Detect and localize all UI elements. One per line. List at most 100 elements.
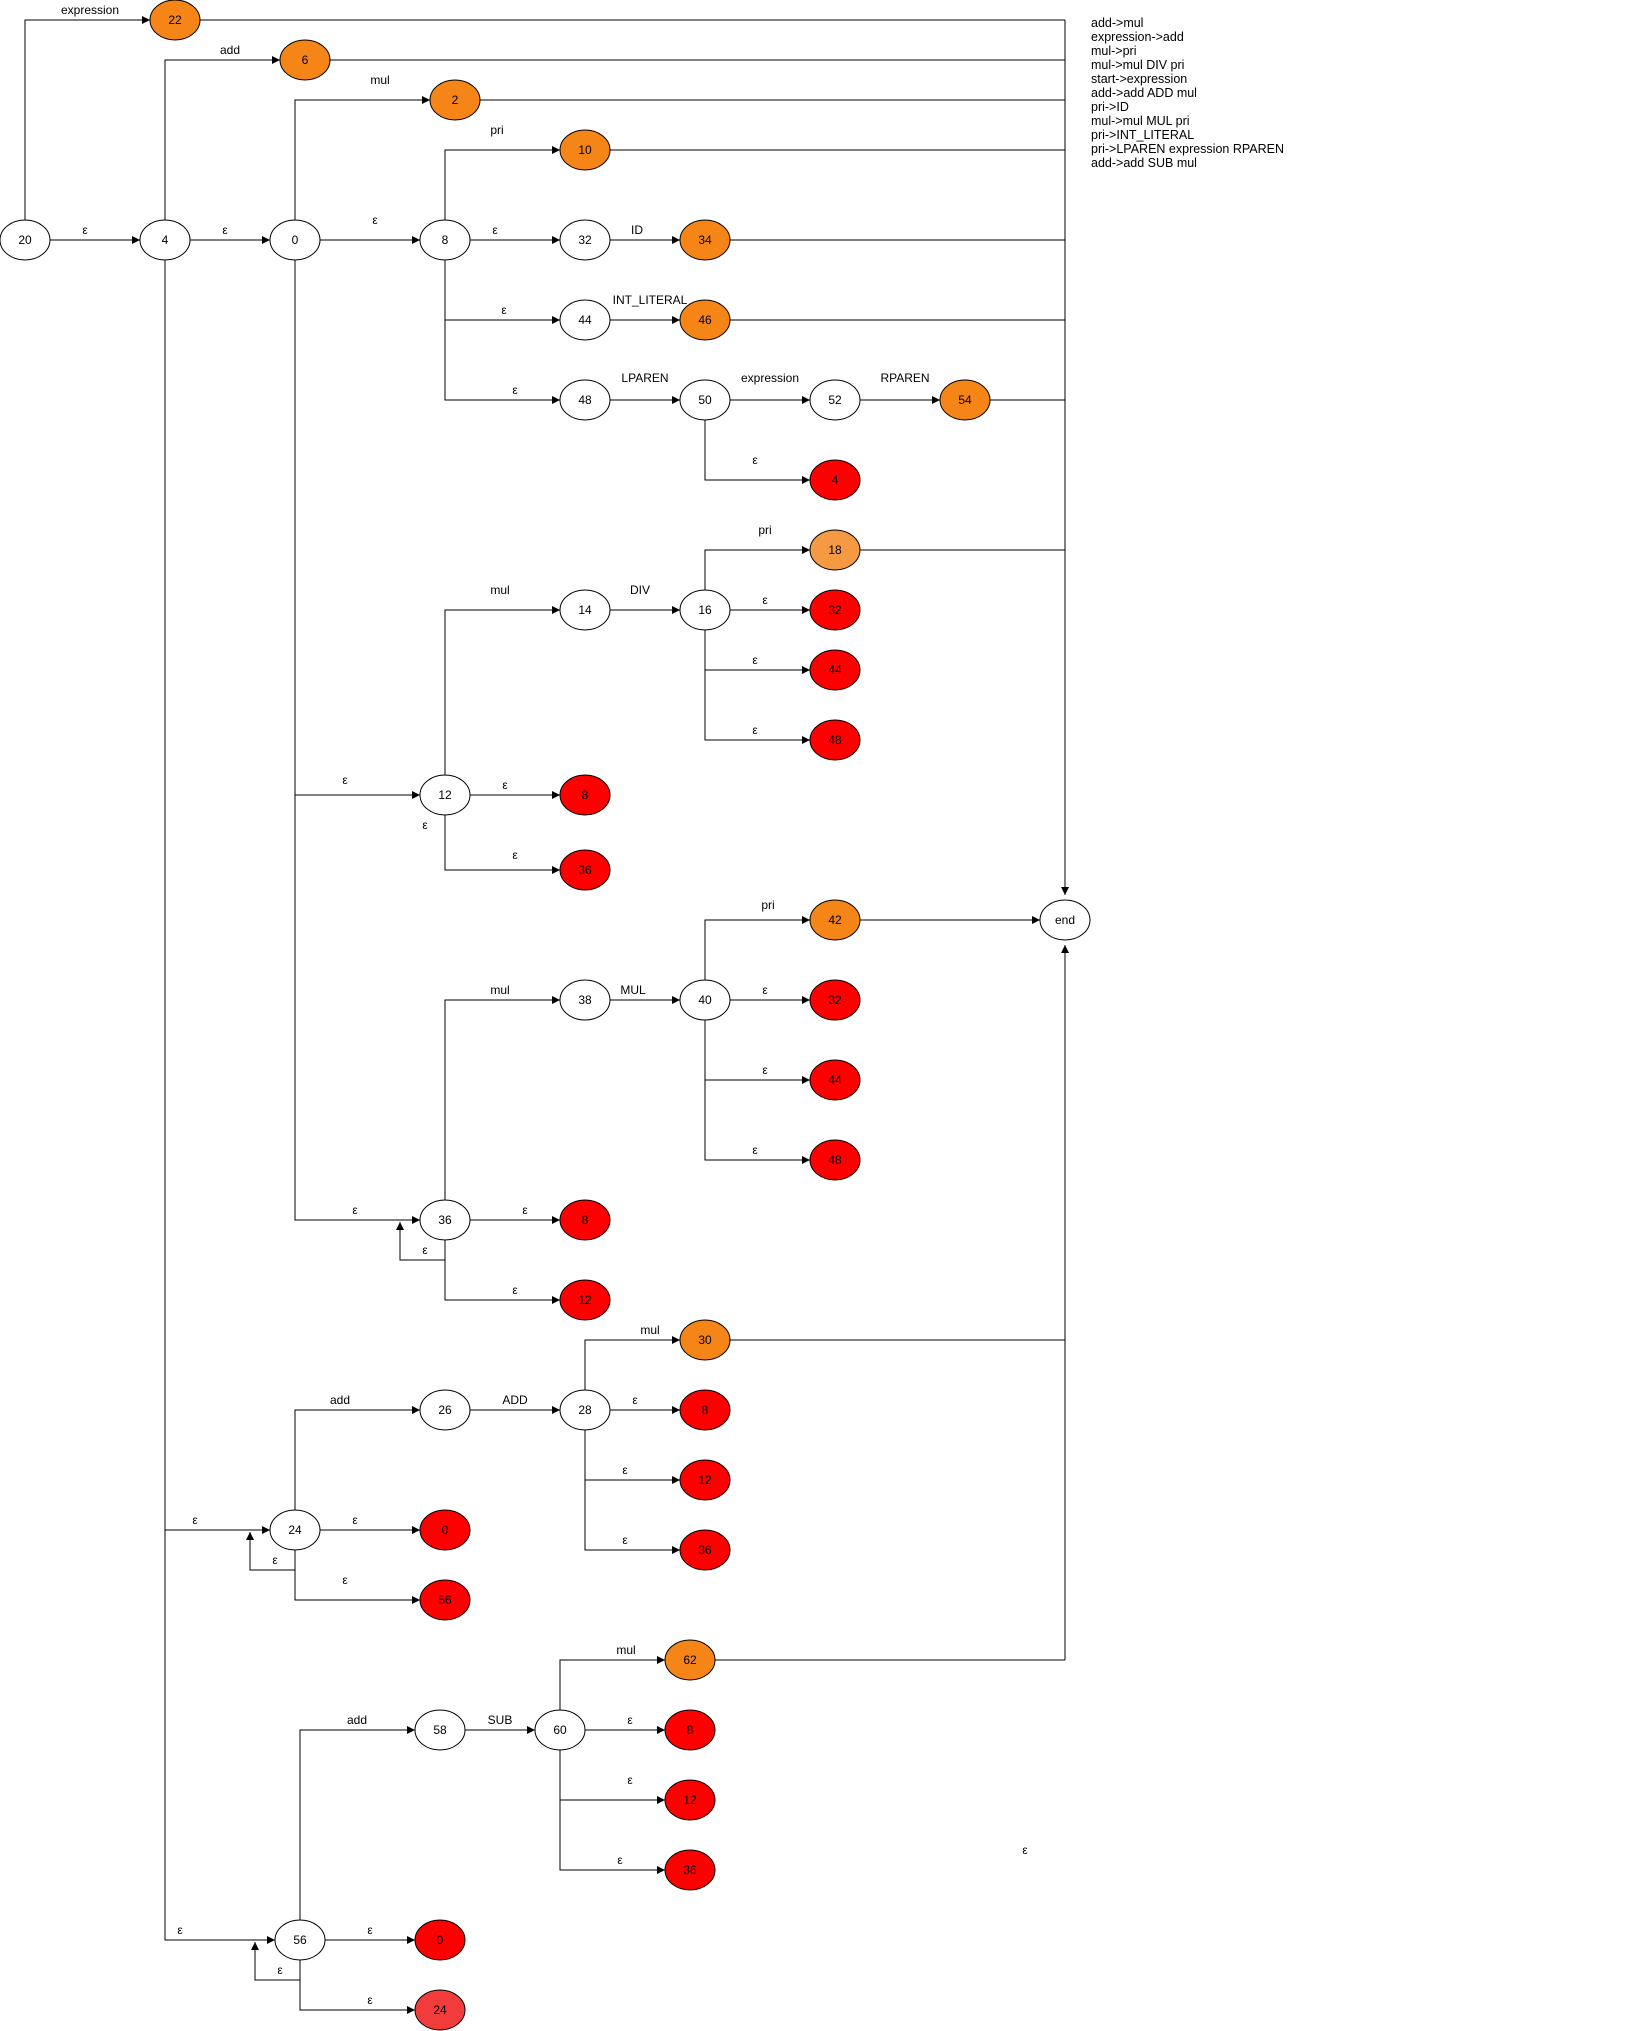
state-label: 0: [292, 233, 299, 247]
state-label: 6: [302, 53, 309, 67]
state-label: 32: [828, 603, 842, 617]
edge-label: add: [330, 1393, 350, 1407]
state-node: 62: [664, 1639, 716, 1681]
state-label: 36: [438, 1213, 452, 1227]
state-label: 4: [162, 233, 169, 247]
state-label: 48: [828, 1153, 842, 1167]
state-label: 20: [18, 233, 32, 247]
state-circle: [419, 1389, 471, 1431]
state-circle: [664, 1849, 716, 1891]
state-node: 36: [419, 1199, 471, 1241]
edge-label: ε: [627, 1773, 633, 1787]
state-circle: [419, 1509, 471, 1551]
state-node: 20: [0, 219, 51, 261]
edge-e4-6: [164, 56, 280, 220]
edge-e28-30: [584, 1336, 680, 1390]
state-node: 44: [809, 1059, 861, 1101]
edge-label: expression: [741, 371, 799, 385]
state-label: 58: [433, 1723, 447, 1737]
edge-e8-48: [444, 320, 560, 404]
state-circle: [559, 219, 611, 261]
edge-label: mul: [640, 1323, 659, 1337]
state-label: 56: [293, 1933, 307, 1947]
edge-layer: [24, 16, 1069, 2014]
state-node: 32: [809, 979, 861, 1021]
edge-label: LPAREN: [621, 371, 668, 385]
state-label: 36: [578, 863, 592, 877]
state-circle: [939, 379, 991, 421]
edge-label: ε: [522, 1203, 528, 1217]
state-node: 34: [679, 219, 731, 261]
state-node: 48: [559, 379, 611, 421]
state-label: 26: [438, 1403, 452, 1417]
state-node: 8: [664, 1709, 716, 1751]
state-circle: [139, 219, 191, 261]
state-node: 38: [559, 979, 611, 1021]
state-node: 4: [139, 219, 191, 261]
grammar-rule: start->expression: [1091, 72, 1188, 86]
state-node: 32: [559, 219, 611, 261]
edge-e56-58: [299, 1726, 415, 1920]
edge-e50-4: [704, 420, 810, 484]
state-circle: [809, 589, 861, 631]
edge-label: add: [220, 43, 240, 57]
state-label: 30: [698, 1333, 712, 1347]
edge-e0-36: [294, 795, 420, 1224]
edge-label: pri: [490, 123, 503, 137]
state-circle: [679, 589, 731, 631]
state-label: 8: [702, 1403, 709, 1417]
state-node: 50: [679, 379, 731, 421]
edge-label: ε: [752, 723, 758, 737]
state-label: 0: [442, 1523, 449, 1537]
state-label: 8: [582, 1213, 589, 1227]
state-label: 16: [698, 603, 712, 617]
state-label: 28: [578, 1403, 592, 1417]
edge-label: ε: [277, 1963, 283, 1977]
state-label: 54: [958, 393, 972, 407]
edge-label: MUL: [620, 983, 646, 997]
edge-label: ID: [631, 223, 643, 237]
edge-label: ε: [372, 213, 378, 227]
edge-e28-36: [584, 1480, 680, 1554]
state-node: 56: [274, 1919, 326, 1961]
state-node: 8: [559, 1199, 611, 1241]
edge-label: mul: [490, 583, 509, 597]
state-circle: [414, 1989, 466, 2031]
edge-label: ε: [512, 383, 518, 397]
edge-e40-42: [704, 916, 810, 980]
state-label: 24: [288, 1523, 302, 1537]
edge-label: ε: [422, 818, 428, 832]
state-circle: [0, 219, 51, 261]
edge-label: pri: [761, 898, 774, 912]
edge-label: expression: [61, 3, 119, 17]
edge-label: mul: [616, 1643, 635, 1657]
state-label: 8: [582, 788, 589, 802]
state-node: 2: [429, 79, 481, 121]
state-node: 36: [559, 849, 611, 891]
state-circle: [559, 589, 611, 631]
state-circle: [279, 39, 331, 81]
edge-label: ADD: [502, 1393, 528, 1407]
state-label: 4: [832, 473, 839, 487]
grammar-rule: pri->INT_LITERAL: [1091, 128, 1195, 142]
state-label: 0: [437, 1933, 444, 1947]
edge-e12-36: [444, 815, 560, 874]
state-label: 48: [578, 393, 592, 407]
edge-e56-loop: [251, 1942, 301, 1981]
edge-e12-14: [444, 606, 560, 775]
state-circle: [559, 379, 611, 421]
state-node: 0: [414, 1919, 466, 1961]
edge-label: ε: [492, 223, 498, 237]
state-label: end: [1055, 913, 1075, 927]
state-label: 52: [828, 393, 842, 407]
edge-label: ε: [367, 1993, 373, 2007]
state-circle: [679, 979, 731, 1021]
state-circle: [419, 1579, 471, 1621]
edge-label: ε: [352, 1203, 358, 1217]
state-label: 48: [828, 733, 842, 747]
grammar-rule: pri->ID: [1091, 100, 1129, 114]
state-circle: [269, 219, 321, 261]
state-node: 8: [559, 774, 611, 816]
state-node: 44: [559, 299, 611, 341]
